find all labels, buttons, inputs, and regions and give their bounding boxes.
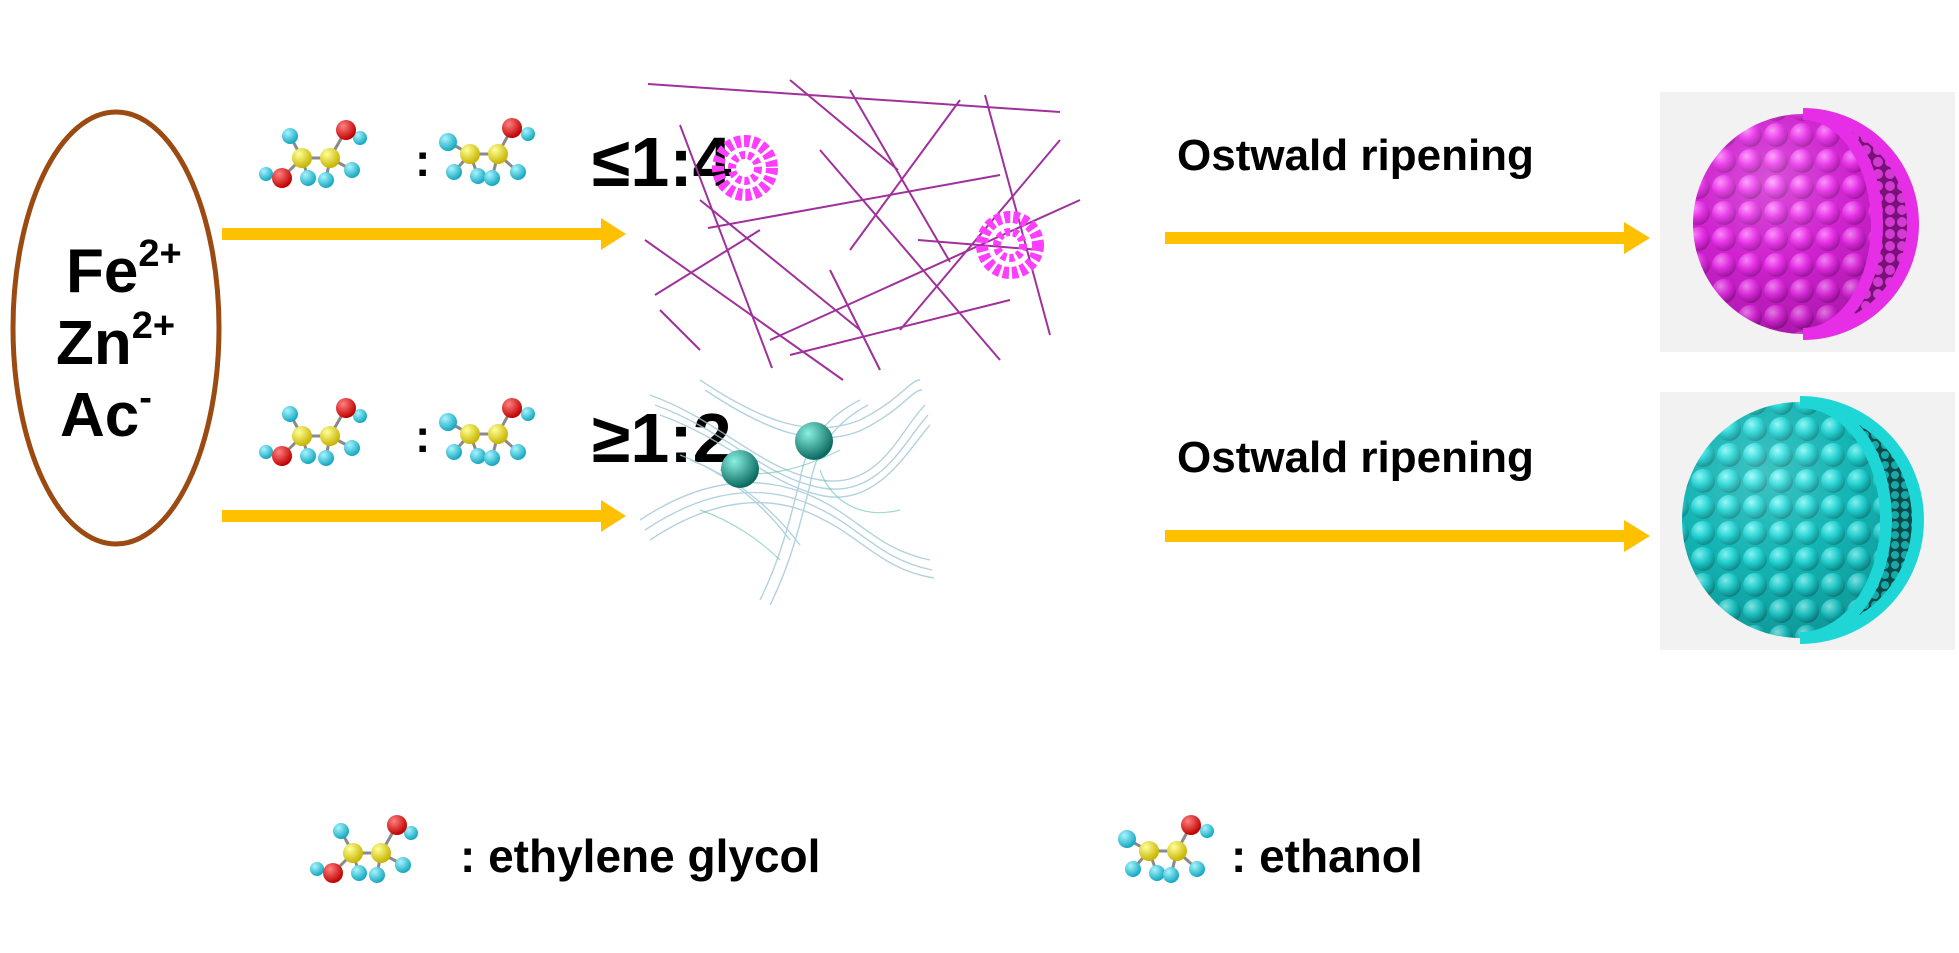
mesh-structure xyxy=(639,379,935,606)
ratio-colon: : xyxy=(415,410,430,462)
step-label-1: Ostwald ripening xyxy=(1177,131,1534,180)
ratio-colon: : xyxy=(415,134,430,186)
magenta-hollow-sphere xyxy=(1660,92,1955,352)
arrow-3 xyxy=(222,500,626,532)
magenta-cluster xyxy=(976,211,1044,279)
ethylene-glycol-molecule-icon xyxy=(257,118,369,190)
legend-ethanol: : ethanol xyxy=(1231,830,1423,882)
teal-particle xyxy=(721,450,759,488)
ion-zn: Zn2+ xyxy=(56,305,175,378)
ion-ac: Ac- xyxy=(60,377,152,450)
arrow-1 xyxy=(222,218,626,250)
precursor-ellipse xyxy=(10,109,222,547)
arrow-2 xyxy=(1165,222,1650,254)
ratio-label-1: ≤1:4 xyxy=(592,123,732,201)
teal-particle xyxy=(795,422,833,460)
magenta-cluster xyxy=(712,135,778,201)
cyan-hollow-sphere xyxy=(1660,392,1955,650)
legend-ethylene-glycol: : ethylene glycol xyxy=(460,830,820,882)
ethylene-glycol-molecule-icon xyxy=(257,396,369,468)
ethanol-molecule-icon xyxy=(437,396,537,468)
arrow-4 xyxy=(1165,520,1650,552)
ethanol-legend-icon xyxy=(1116,813,1216,885)
ion-fe: Fe2+ xyxy=(66,233,182,306)
step-label-2: Ostwald ripening xyxy=(1177,433,1534,482)
fiber-network xyxy=(644,79,1081,381)
ethanol-molecule-icon xyxy=(437,116,537,188)
ethylene-glycol-legend-icon xyxy=(308,813,420,885)
